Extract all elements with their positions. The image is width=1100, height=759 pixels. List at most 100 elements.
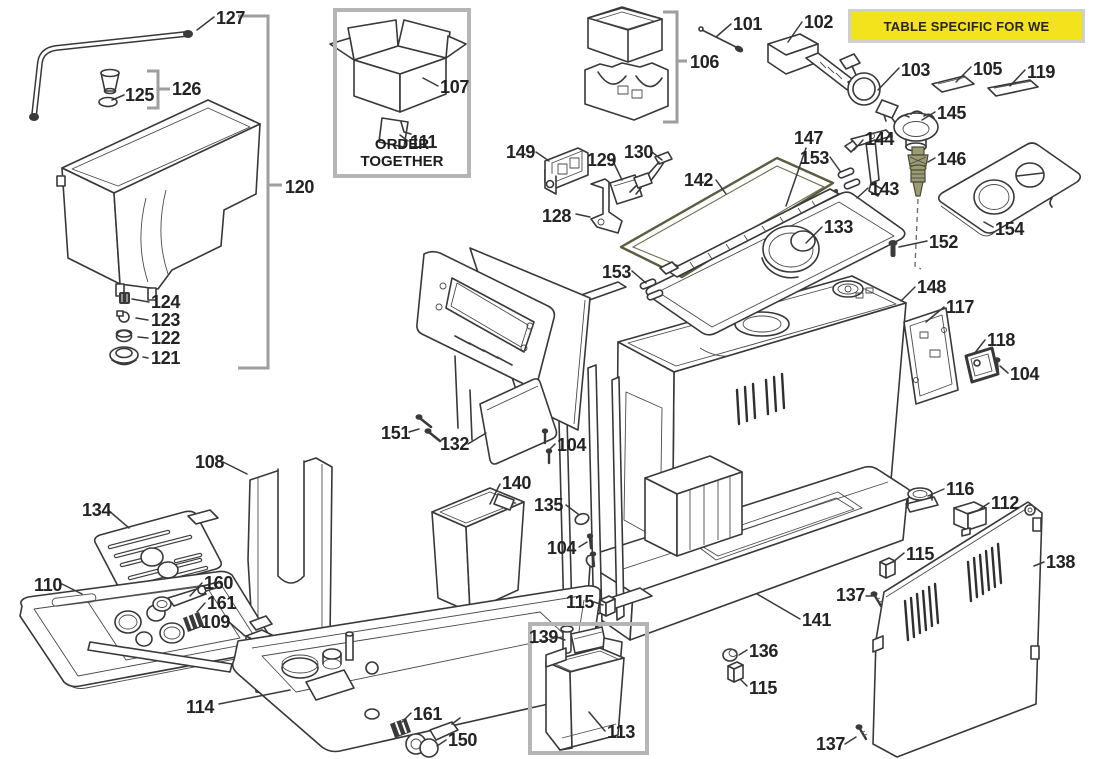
part-label-140: 140 <box>502 473 532 493</box>
part-label-130: 130 <box>624 142 654 162</box>
part-label-153: 153 <box>800 148 830 168</box>
part-label-136: 136 <box>749 641 779 661</box>
part-label-137: 137 <box>836 585 866 605</box>
part-105-strip <box>931 75 975 93</box>
part-128-bracket <box>590 178 623 234</box>
part-label-147: 147 <box>794 128 824 148</box>
part-134-drip-tray-grille <box>93 509 223 594</box>
part-101-cleaning-brush <box>698 26 744 53</box>
part-label-115: 115 <box>749 678 778 698</box>
part-115-clip-c <box>879 557 896 579</box>
part-label-128: 128 <box>542 206 572 226</box>
part-label-107: 107 <box>440 77 470 97</box>
part-label-110: 110 <box>34 575 63 595</box>
part-127-tank-handle <box>29 30 193 121</box>
part-label-160: 160 <box>204 573 234 593</box>
part-label-135: 135 <box>534 495 564 515</box>
part-137-screw-upper <box>870 591 883 608</box>
part-153-clips-upper <box>837 167 861 190</box>
part-label-134: 134 <box>82 500 112 520</box>
order-together-box: ORDER TOGETHER <box>333 8 471 178</box>
part-114-base <box>87 585 601 753</box>
part-137-screw-lower <box>855 724 868 741</box>
order-together-label: ORDER TOGETHER <box>360 136 444 170</box>
part-label-123: 123 <box>151 310 181 330</box>
part-138-side-panel <box>872 501 1043 758</box>
part-103-power-cord <box>839 53 899 125</box>
part-label-112: 112 <box>991 493 1020 513</box>
part-129-card <box>609 174 643 205</box>
part-label-120: 120 <box>285 177 315 197</box>
part-122-seal-ring <box>115 329 133 343</box>
part-label-115: 115 <box>566 592 595 612</box>
part-126-inlet-plug <box>98 68 120 108</box>
part-145-knob <box>893 110 939 152</box>
part-132-chute-cover <box>479 378 558 465</box>
part-124-silicone-plug <box>119 292 130 304</box>
part-label-146: 146 <box>937 149 967 169</box>
part-label-124: 124 <box>151 292 181 312</box>
part-140-container <box>431 487 525 613</box>
part-120-water-tank <box>56 99 261 301</box>
part-label-144: 144 <box>865 129 895 149</box>
part-label-139: 139 <box>529 627 559 647</box>
part-147-rail <box>659 188 840 278</box>
part-label-126: 126 <box>172 79 202 99</box>
part-label-121: 121 <box>151 348 181 368</box>
part-115-clip-a <box>599 595 616 617</box>
part-label-109: 109 <box>201 612 231 632</box>
part-135-oval <box>574 512 590 526</box>
part-label-117: 117 <box>946 297 975 317</box>
part-label-137: 137 <box>816 734 846 754</box>
part-label-113: 113 <box>607 722 636 742</box>
part-label-111: 111 <box>410 132 438 152</box>
table-specific-banner: TABLE SPECIFIC FOR WE <box>848 9 1085 43</box>
part-label-115: 115 <box>906 544 935 564</box>
part-label-149: 149 <box>506 142 536 162</box>
part-label-151: 151 <box>381 423 411 443</box>
part-label-143: 143 <box>870 179 900 199</box>
grouped-parts-box-139 <box>528 622 649 755</box>
bracket-120 <box>238 14 270 370</box>
part-119-strip <box>987 79 1039 97</box>
part-136-bushing <box>722 648 738 662</box>
part-label-148: 148 <box>917 277 947 297</box>
part-label-141: 141 <box>802 610 832 630</box>
part-133-lid-knob <box>761 225 820 279</box>
part-label-114: 114 <box>186 697 215 717</box>
part-label-125: 125 <box>125 85 155 105</box>
part-104-screws-left <box>586 533 597 568</box>
part-label-104: 104 <box>547 538 577 558</box>
display-module <box>416 247 591 441</box>
part-113-waste-bin <box>545 647 625 751</box>
leader-lines <box>61 16 1045 747</box>
part-130-cable <box>629 151 673 195</box>
part-141-base-frame <box>585 465 912 641</box>
part-label-102: 102 <box>804 12 834 32</box>
part-label-116: 116 <box>946 479 975 499</box>
part-152-screw <box>888 240 898 257</box>
part-116-switch <box>905 487 939 513</box>
part-label-104: 104 <box>557 435 587 455</box>
part-151-screws <box>415 414 442 443</box>
part-label-118: 118 <box>987 330 1016 350</box>
part-161-knurled-nut-2 <box>390 718 411 738</box>
part-label-132: 132 <box>440 434 470 454</box>
order-together-carton-icon <box>329 19 467 113</box>
part-label-103: 103 <box>901 60 931 80</box>
bracket-106 <box>663 10 679 124</box>
part-149-bracket <box>544 147 589 195</box>
table-specific-banner-text: TABLE SPECIFIC FOR WE <box>883 18 1050 34</box>
part-label-104: 104 <box>1010 364 1040 384</box>
part-146-valve <box>907 146 929 270</box>
part-label-138: 138 <box>1046 552 1076 572</box>
part-123-clip <box>116 310 130 323</box>
part-118-plate <box>964 346 1000 384</box>
part-label-145: 145 <box>937 103 967 123</box>
part-label-127: 127 <box>216 8 246 28</box>
part-110-drip-tray <box>19 570 275 689</box>
part-label-142: 142 <box>684 170 714 190</box>
part-label-153: 153 <box>602 262 632 282</box>
